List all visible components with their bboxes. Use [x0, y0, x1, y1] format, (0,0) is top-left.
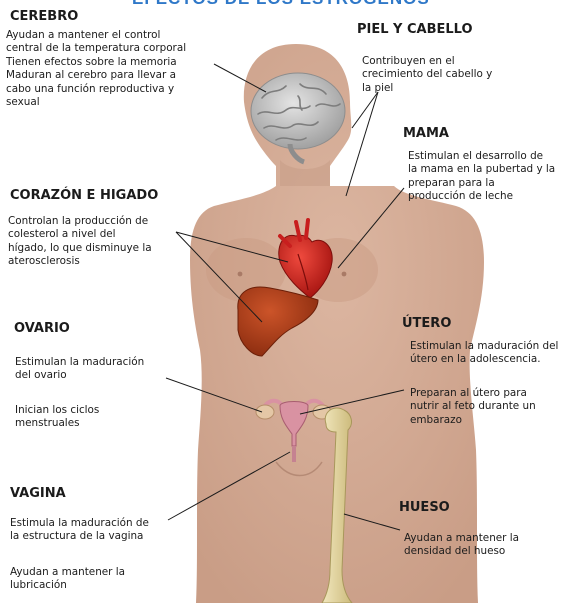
utero-description-2: Preparan al útero para nutrir al feto du… — [410, 387, 574, 427]
utero-description-1: Estimulan la maduración del útero en la … — [410, 340, 574, 367]
ovario-line: Inician los ciclos — [15, 404, 175, 417]
cerebro-line: sexual — [6, 96, 220, 109]
corazon-line: aterosclerosis — [8, 255, 184, 268]
mama-line: Estimulan el desarrollo de — [408, 150, 574, 163]
utero-line: Estimulan la maduración del — [410, 340, 574, 353]
piel-line: la piel — [362, 82, 542, 95]
mama-line: preparan para la — [408, 177, 574, 190]
vagina-line: lubricación — [10, 579, 180, 592]
cerebro-line: Tienen efectos sobre la memoria — [6, 56, 220, 69]
hueso-description: Ayudan a mantener la densidad del hueso — [404, 532, 554, 559]
hueso-line: Ayudan a mantener la — [404, 532, 554, 545]
corazon-line: colesterol a nivel del — [8, 228, 184, 241]
ovario-line: Estimulan la maduración — [15, 356, 175, 369]
piel-line: crecimiento del cabello y — [362, 68, 542, 81]
corazon-line: Controlan la producción de — [8, 215, 184, 228]
piel-pointer-hair — [352, 92, 378, 128]
page-title-text: EFECTOS DE LOS ESTRÓGENOS — [132, 0, 430, 8]
cerebro-line: central de la temperatura corporal — [6, 42, 220, 55]
cerebro-line: Maduran al cerebro para llevar a — [6, 69, 220, 82]
piel-pointer-skin — [346, 92, 378, 196]
mama-heading: MAMA — [403, 126, 449, 141]
corazon-description: Controlan la producción de colesterol a … — [8, 215, 184, 269]
cerebro-description: Ayudan a mantener el control central de … — [6, 29, 220, 109]
mama-line: la mama en la pubertad y la — [408, 163, 574, 176]
page-title: EFECTOS DE LOS ESTRÓGENOS — [0, 0, 574, 8]
mama-description: Estimulan el desarrollo de la mama en la… — [408, 150, 574, 204]
utero-heading: ÚTERO — [402, 316, 451, 331]
utero-line: útero en la adolescencia. — [410, 353, 574, 366]
cerebro-line: cabo una función reproductiva y — [6, 83, 220, 96]
ovario-line: del ovario — [15, 369, 175, 382]
mama-line: producción de leche — [408, 190, 574, 203]
vagina-description-1: Estimula la maduración de la estructura … — [10, 517, 180, 544]
vagina-line: Estimula la maduración de — [10, 517, 180, 530]
cerebro-line: Ayudan a mantener el control — [6, 29, 220, 42]
ovario-heading: OVARIO — [14, 321, 70, 336]
ovario-line: menstruales — [15, 417, 175, 430]
piel-heading: PIEL Y CABELLO — [357, 22, 473, 37]
utero-line: Preparan al útero para — [410, 387, 574, 400]
corazon-line: hígado, lo que disminuye la — [8, 242, 184, 255]
piel-line: Contribuyen en el — [362, 55, 542, 68]
vagina-line: la estructura de la vagina — [10, 530, 180, 543]
ovario-description-1: Estimulan la maduración del ovario — [15, 356, 175, 383]
utero-line: embarazo — [410, 414, 574, 427]
hueso-line: densidad del hueso — [404, 545, 554, 558]
hueso-heading: HUESO — [399, 500, 450, 515]
corazon-heading: CORAZÓN E HIGADO — [10, 188, 158, 203]
cerebro-heading: CEREBRO — [10, 9, 78, 24]
utero-line: nutrir al feto durante un — [410, 400, 574, 413]
vagina-line: Ayudan a mantener la — [10, 566, 180, 579]
piel-description: Contribuyen en el crecimiento del cabell… — [362, 55, 542, 95]
ovario-description-2: Inician los ciclos menstruales — [15, 404, 175, 431]
vagina-description-2: Ayudan a mantener la lubricación — [10, 566, 180, 593]
vagina-heading: VAGINA — [10, 486, 66, 501]
